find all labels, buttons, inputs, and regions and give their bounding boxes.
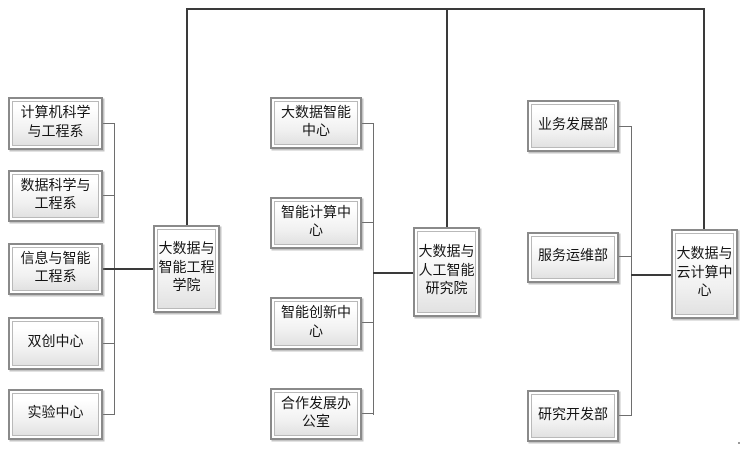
node-label: 大数据与 人工智能 研究院 xyxy=(418,245,475,298)
artifact-dot xyxy=(738,442,740,444)
node-big-data-cloud-computing-center: 大数据与 云计算中 心 xyxy=(671,229,738,319)
node-computer-science-engineering-dept: 计算机科学 与工程系 xyxy=(8,97,103,150)
institute-main-connector xyxy=(373,272,413,274)
node-big-data-intelligence-center: 大数据智能 中心 xyxy=(270,97,362,149)
node-body: 大数据智能 中心 xyxy=(274,101,358,145)
node-innovation-center: 双创中心 xyxy=(8,317,103,370)
node-body: 数据科学与 工程系 xyxy=(12,174,99,218)
node-big-data-intelligent-engineering-college: 大数据与 智能工程 学院 xyxy=(153,225,220,313)
top-rail-line xyxy=(186,8,705,10)
right-spine-line xyxy=(631,126,632,416)
node-label: 数据科学与 工程系 xyxy=(20,178,91,212)
connector-service-operations-dept xyxy=(618,256,631,257)
node-service-operations-dept: 服务运维部 xyxy=(527,232,619,283)
node-body: 信息与智能 工程系 xyxy=(12,247,99,291)
connector-intelligent-computing-center xyxy=(362,222,373,223)
connector-experiment-center xyxy=(103,414,114,415)
node-business-development-dept: 业务发展部 xyxy=(527,100,619,152)
node-label: 业务发展部 xyxy=(538,117,608,133)
node-data-science-engineering-dept: 数据科学与 工程系 xyxy=(8,170,103,222)
connector-business-development-dept xyxy=(618,126,631,127)
node-research-development-dept: 研究开发部 xyxy=(527,390,619,442)
connector-big-data-intelligence-center xyxy=(362,123,373,124)
node-intelligent-computing-center: 智能计算中 心 xyxy=(270,197,362,249)
node-label: 信息与智能 工程系 xyxy=(20,251,91,285)
node-body: 计算机科学 与工程系 xyxy=(12,101,99,146)
connector-cooperation-office xyxy=(362,413,373,414)
node-body: 实验中心 xyxy=(12,393,99,436)
node-label: 实验中心 xyxy=(27,406,84,422)
node-label: 服务运维部 xyxy=(538,249,608,265)
node-body: 智能计算中 心 xyxy=(274,201,358,245)
node-experiment-center: 实验中心 xyxy=(8,389,103,440)
node-body: 智能创新中 心 xyxy=(274,301,358,346)
college-top-drop-line xyxy=(186,8,188,225)
node-label: 研究开发部 xyxy=(538,407,608,423)
cloud-center-top-drop-line xyxy=(703,8,705,229)
node-label: 大数据智能 中心 xyxy=(281,105,351,139)
node-body: 业务发展部 xyxy=(531,104,615,148)
connector-research-development-dept xyxy=(618,415,631,416)
node-body: 服务运维部 xyxy=(531,236,615,279)
node-body: 大数据与 人工智能 研究院 xyxy=(417,231,476,313)
connector-intelligent-innovation-center xyxy=(362,322,373,323)
node-body: 大数据与 云计算中 心 xyxy=(675,233,734,315)
node-label: 合作发展办 公室 xyxy=(281,396,351,430)
college-main-connector xyxy=(103,268,153,270)
node-label: 计算机科学 与工程系 xyxy=(20,106,91,140)
node-label: 大数据与 云计算中 心 xyxy=(676,247,733,300)
connector-innovation-center xyxy=(103,343,114,344)
node-intelligent-innovation-center: 智能创新中 心 xyxy=(270,297,362,350)
node-body: 研究开发部 xyxy=(531,394,615,438)
connector-data-science-dept xyxy=(103,195,114,196)
node-body: 合作发展办 公室 xyxy=(274,392,358,436)
node-body: 双创中心 xyxy=(12,321,99,366)
node-label: 智能创新中 心 xyxy=(281,306,351,340)
node-label: 大数据与 智能工程 学院 xyxy=(158,242,215,295)
node-cooperation-development-office: 合作发展办 公室 xyxy=(270,388,362,440)
connector-computer-science-dept xyxy=(103,123,114,124)
node-label: 智能计算中 心 xyxy=(281,205,351,239)
institute-top-drop-line xyxy=(446,8,448,227)
node-label: 双创中心 xyxy=(27,335,84,351)
node-body: 大数据与 智能工程 学院 xyxy=(157,229,216,309)
cloud-center-main-connector xyxy=(631,274,671,276)
middle-spine-line xyxy=(373,123,374,415)
node-big-data-ai-research-institute: 大数据与 人工智能 研究院 xyxy=(413,227,480,317)
node-information-intelligent-engineering-dept: 信息与智能 工程系 xyxy=(8,243,103,295)
